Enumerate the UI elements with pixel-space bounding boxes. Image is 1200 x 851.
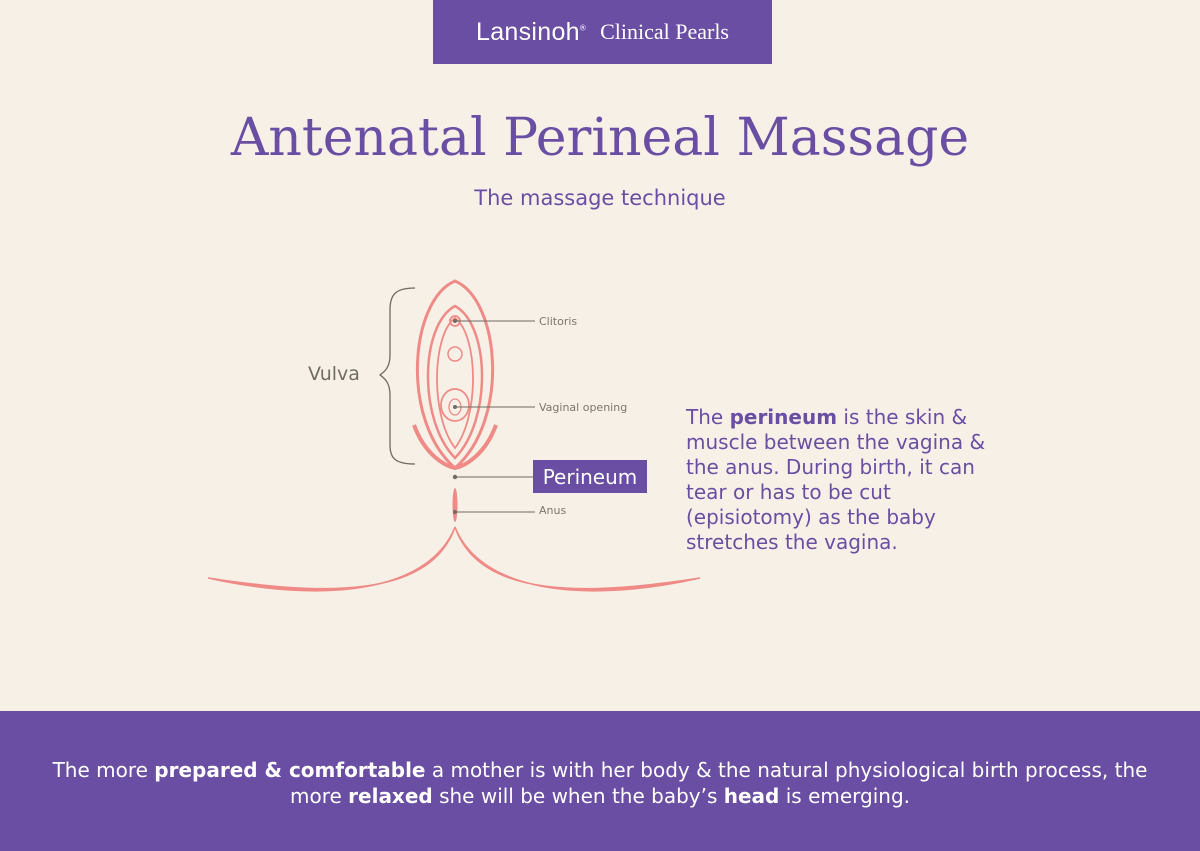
footer-banner: The more prepared & comfortable a mother… [0,711,1200,851]
footer-text-3: she will be when the baby’s [432,784,724,808]
clitoris-label: Clitoris [539,315,577,328]
brand-header: Lansinoh® Clinical Pearls [433,0,772,64]
footer-bold-3: head [723,784,780,808]
logo-text: Lansinoh [475,17,580,46]
footer-text-1: The more [52,758,155,782]
anus-mark [452,488,458,522]
footer-message: The more prepared & comfortable a mother… [40,757,1160,809]
inner-labia-outline [436,316,474,450]
footer-text-2: a mother is with her body & the natural … [289,758,1148,808]
lansinoh-logo: Lansinoh® [476,18,586,47]
vaginal-opening-outer [440,388,470,422]
footer-bold-1: prepared & comfortable [154,758,426,782]
labia-outline [426,304,484,460]
perineum-label: Perineum [533,460,647,493]
anus-label: Anus [539,504,566,517]
vulva-bracket [378,287,416,465]
description-text-1: The [686,405,730,429]
buttocks-curve-right [454,526,701,592]
buttocks-curve-left [207,526,456,592]
vulva-label: Vulva [308,363,360,385]
footer-bold-2: relaxed [348,784,433,808]
description-bold-perineum: perineum [729,405,838,429]
footer-text-4: is emerging. [779,784,911,808]
brand-subtitle: Clinical Pearls [600,19,729,44]
page-title: Antenatal Perineal Massage [230,108,970,168]
vulva-outer-shadow [412,424,498,471]
description-text-2: is the skin & muscle between the vagina … [686,405,986,554]
logo-trademark: ® [579,23,587,33]
urethra-mark [447,346,463,362]
perineum-description: The perineum is the skin & muscle betwee… [686,405,1016,555]
vaginal-opening-label: Vaginal opening [539,401,627,414]
page-subtitle: The massage technique [474,186,726,210]
